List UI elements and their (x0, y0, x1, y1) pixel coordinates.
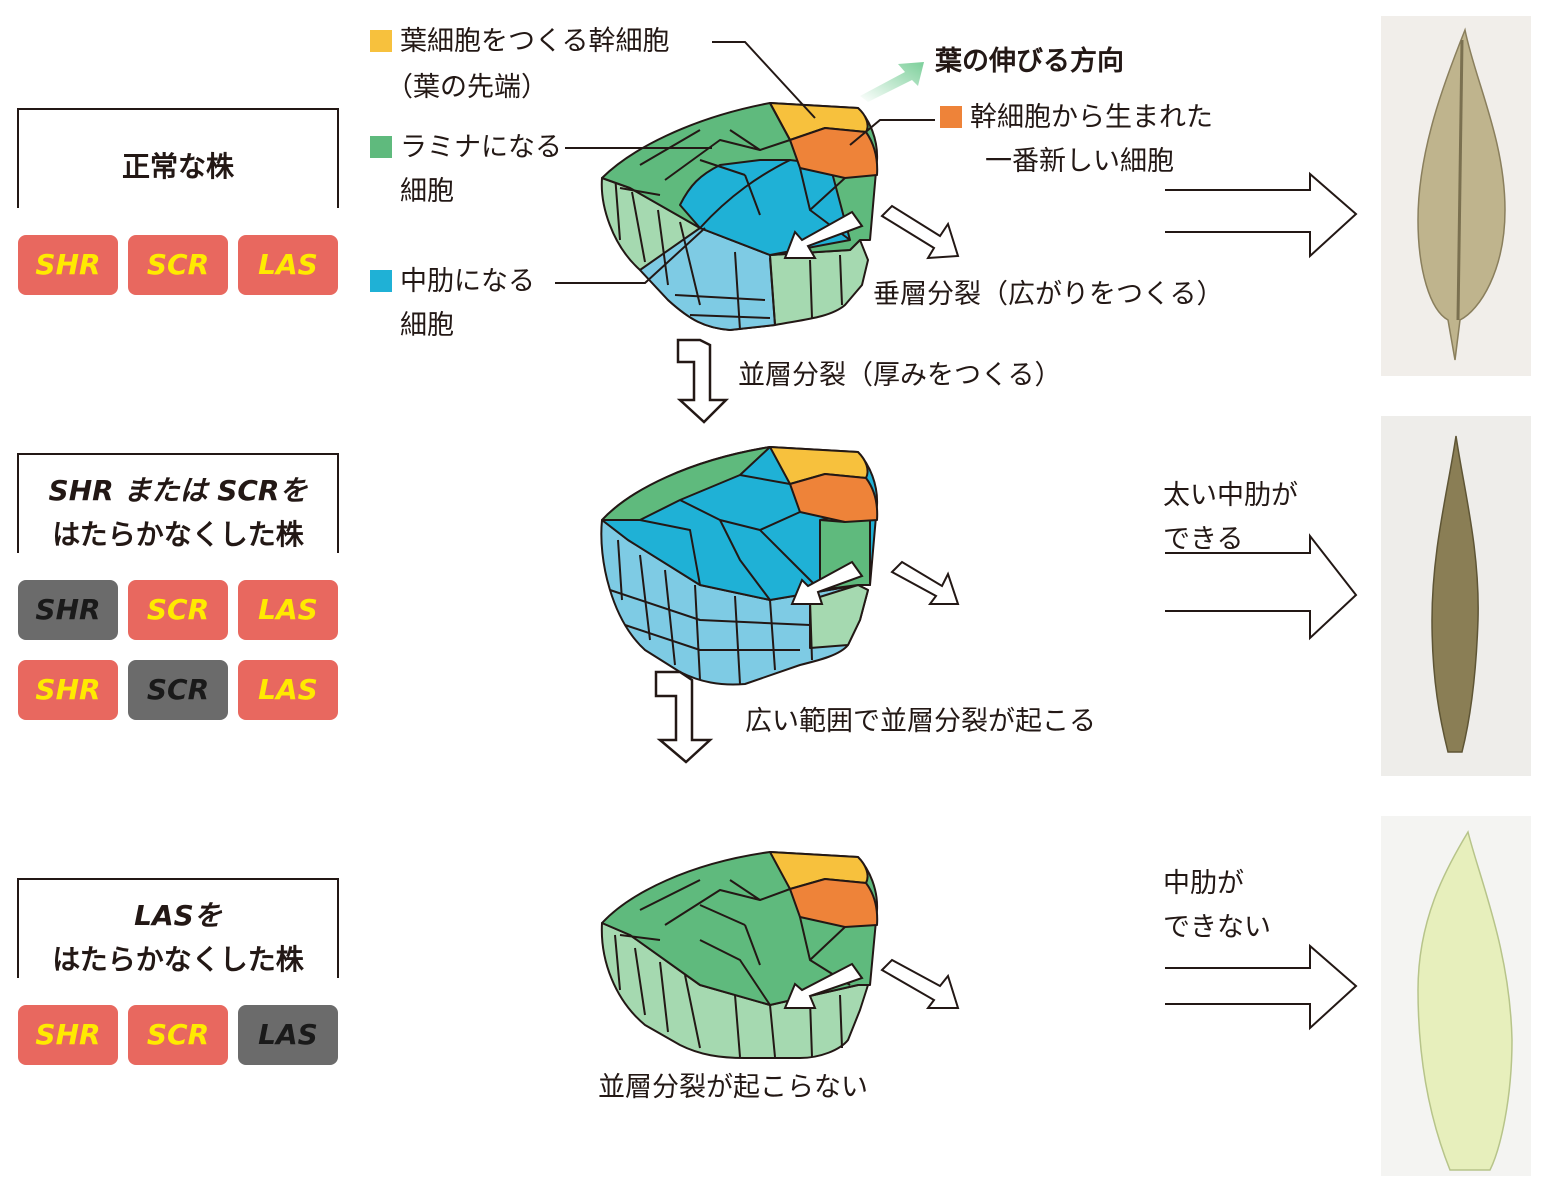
legend-newest-label: 幹細胞から生まれた (970, 102, 1213, 133)
legend-swatch-yellow (370, 30, 392, 52)
row-label-line: はたらかなくした株 (52, 518, 304, 551)
cell-block-normal (600, 102, 879, 331)
periclinal-arrows (654, 338, 730, 764)
gene-badge-shr-off: SHR (18, 580, 118, 640)
gene-badge-las: LAS (238, 580, 338, 640)
gene-badge-las: LAS (238, 660, 338, 720)
outcome-las-line2: できない (1163, 912, 1271, 943)
leaf-photos (1381, 16, 1531, 1176)
cell-block-shr-scr (600, 446, 879, 686)
legend-swatch-green (370, 136, 392, 158)
legend-swatch-orange (940, 106, 962, 128)
legend-newest-sub: 一番新しい細胞 (985, 146, 1174, 177)
legend-lamina-label: ラミナになる (400, 132, 562, 163)
gene-badge-shr: SHR (18, 1005, 118, 1065)
leaf-photo-shr-scr (1431, 435, 1479, 753)
gene-badge-shr: SHR (18, 235, 118, 295)
legend-stem-cell-label: 葉細胞をつくる幹細胞 (400, 26, 670, 57)
outcome-shr-scr-line1: 太い中肋が (1163, 480, 1298, 511)
leaf-photo-normal (1417, 27, 1506, 361)
gene-badge-las-off: LAS (238, 1005, 338, 1065)
periclinal-label: 並層分裂（厚みをつくる） (738, 360, 1062, 391)
gene-badge-scr: SCR (128, 235, 228, 295)
row-label-shr-scr: SHR または SCRを はたらかなくした株 (17, 453, 339, 553)
legend-midrib-sub: 細胞 (400, 310, 454, 341)
row-label-line: SHR または SCRを (48, 474, 308, 507)
wide-periclinal-label: 広い範囲で並層分裂が起こる (745, 706, 1096, 737)
row-label-line: 正常な株 (121, 150, 234, 183)
legend-lamina-sub: 細胞 (400, 176, 454, 207)
legend-swatch-blue (370, 270, 392, 292)
direction-arrow (860, 62, 924, 102)
outcome-shr-scr-line2: できる (1163, 524, 1244, 555)
gene-badge-scr: SCR (128, 580, 228, 640)
gene-badge-shr: SHR (18, 660, 118, 720)
outcome-arrows (1165, 171, 1358, 1031)
anticlinal-arrows (783, 204, 960, 1009)
gene-badge-scr: SCR (128, 1005, 228, 1065)
gene-badge-scr-off: SCR (128, 660, 228, 720)
leader-lines (555, 41, 935, 284)
cell-block-las (600, 851, 879, 1059)
legend-newest: 幹細胞から生まれた (940, 98, 1213, 138)
gene-badge-las: LAS (238, 235, 338, 295)
legend-stem-cell: 葉細胞をつくる幹細胞 (370, 22, 669, 62)
anticlinal-label: 垂層分裂（広がりをつくる） (873, 279, 1224, 310)
no-periclinal-label: 並層分裂が起こらない (598, 1072, 868, 1103)
leaf-photo-las (1417, 830, 1513, 1171)
row-label-las: LASを はたらかなくした株 (17, 878, 339, 978)
row-label-line: LASを (134, 899, 222, 932)
row-label-line: はたらかなくした株 (52, 943, 304, 976)
direction-label: 葉の伸びる方向 (935, 46, 1124, 77)
row-label-normal: 正常な株 (17, 108, 339, 208)
outcome-las-line1: 中肋が (1163, 868, 1244, 899)
legend-midrib: 中肋になる (370, 262, 535, 302)
legend-stem-cell-sub: （葉の先端） (386, 72, 548, 103)
legend-midrib-label: 中肋になる (400, 266, 535, 297)
legend-lamina: ラミナになる (370, 128, 562, 168)
